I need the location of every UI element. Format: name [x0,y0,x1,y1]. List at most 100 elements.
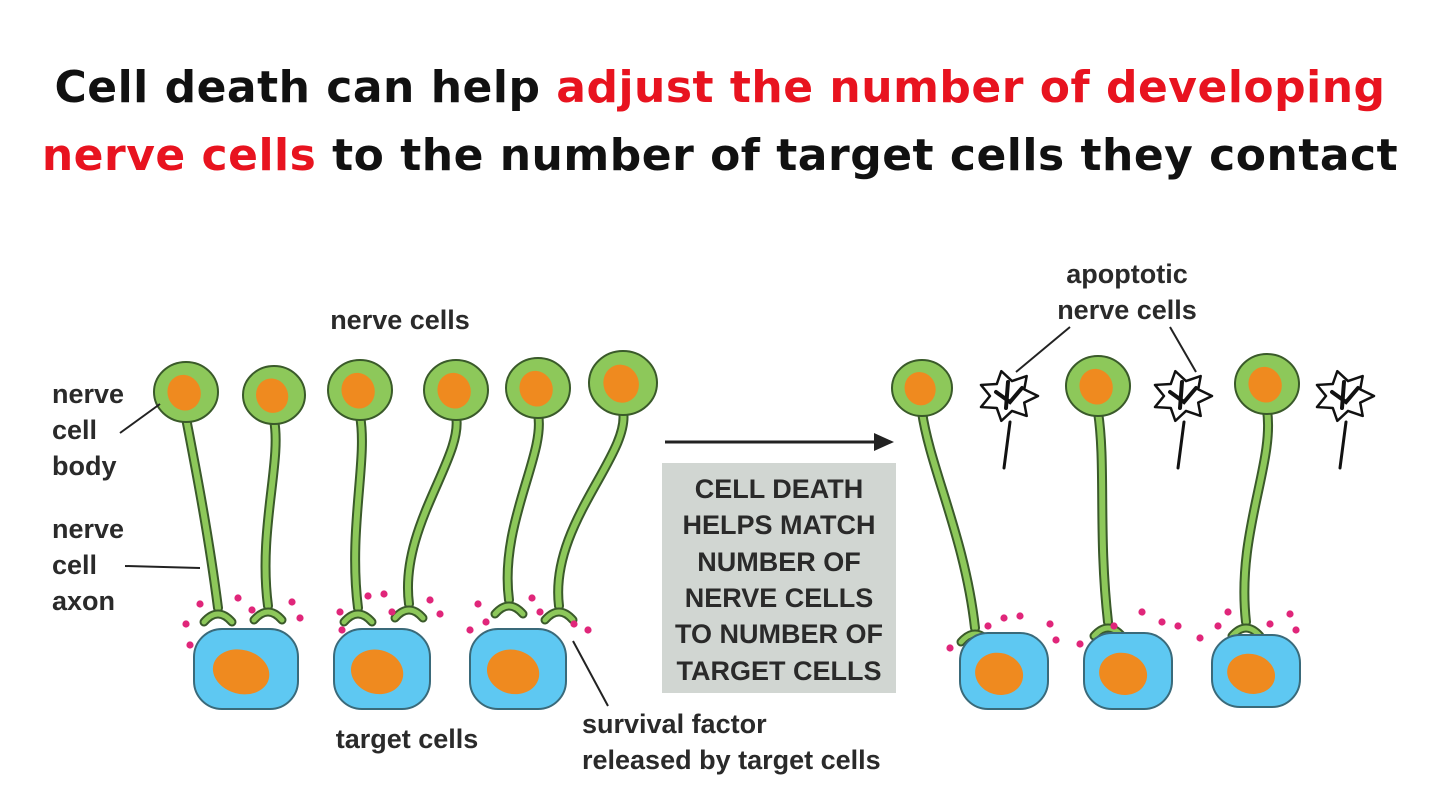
neurons-before [153,350,1300,647]
survival-factor-dot [364,592,372,600]
survival-factor-dot [946,644,954,652]
target-cell-6 [1211,634,1301,708]
box-line-3: NUMBER OF [697,547,861,577]
survival-factor-dot [528,594,536,602]
label-apoptotic-1: apoptotic [1066,259,1188,289]
neuron-6 [540,350,658,625]
label-apoptotic-2: nerve cells [1057,295,1197,325]
axon-remnant [1176,420,1186,470]
title-line2-red: nerve cells [41,130,317,181]
survival-factor-dot [1266,620,1274,628]
axon [404,413,460,607]
title-line1-red: adjust the number of developing [556,62,1386,113]
apoptotic-cell-2 [1153,369,1214,470]
label-body-2: cell [52,415,97,445]
box-line-1: CELL DEATH [695,474,864,504]
label-axon-1: nerve [52,514,124,544]
survival-factor-dot [338,626,346,634]
survival-factor-dot [182,620,190,628]
neuron-9 [1227,353,1300,641]
survival-factor-dot [1158,618,1166,626]
survival-factor-dot [336,608,344,616]
axon [183,415,221,611]
target-nucleus [1227,653,1276,694]
title-line-2: nerve cells to the number of target cell… [0,130,1440,181]
fragmented-membrane [1153,369,1214,423]
apoptotic-cell-1 [979,369,1040,470]
survival-factor-dot [288,598,296,606]
axon-terminal [392,607,426,621]
neuron-4 [390,359,489,623]
survival-factor-dot [196,600,204,608]
label-body-3: body [52,451,117,481]
survival-factor-dot [536,608,544,616]
box-line-2: HELPS MATCH [683,510,876,540]
target-nucleus [350,649,404,695]
fragmented-membrane [1315,369,1376,423]
survival-factor-dot [1214,622,1222,630]
label-body-1: nerve [52,379,124,409]
survival-factor-dot [1174,622,1182,630]
nucleus [1079,368,1113,405]
survival-factor-dot [1292,626,1300,634]
survival-factor-dot [1138,608,1146,616]
axon [262,417,279,609]
survival-factor-dot [1286,610,1294,618]
target-nucleus [1099,652,1148,695]
survival-factor-dot [1076,640,1084,648]
leader-apoptotic-1 [1015,326,1071,373]
survival-factor-dot [1224,608,1232,616]
survival-factor-dot [1052,636,1060,644]
survival-factor-dot [1046,620,1054,628]
survival-factor-dot [1196,634,1204,642]
survival-factor-dot [1016,612,1024,620]
axon-terminal [492,603,526,617]
target-nucleus [212,649,270,695]
target-cell-1 [193,628,299,710]
survival-factor-dot [584,626,592,634]
condensed-chromatin [1168,380,1198,410]
survival-factor-dot [466,626,474,634]
survival-factor-dot [388,608,396,616]
condensed-chromatin [994,380,1024,410]
survival-factor-dot [482,618,490,626]
axon [1241,407,1272,625]
neuron-2 [242,365,306,625]
survival-factor-dot [426,596,434,604]
axon-outline [553,406,629,611]
survival-factor-dot [380,590,388,598]
axon-outline [402,411,462,609]
survival-factor-dot [186,641,194,649]
neuron-8 [1065,355,1131,641]
neuron-5 [490,357,571,619]
nucleus [904,372,936,406]
label-target-cells: target cells [336,724,479,754]
process-arrow [665,433,894,451]
label-survival-2: released by target cells [582,745,881,775]
leader-axon [124,565,201,569]
axon-remnant [1002,420,1012,470]
nucleus [167,374,201,411]
nucleus [519,370,553,407]
axon [1095,409,1111,625]
apoptotic-cell-3 [1315,369,1376,470]
title-line-1: Cell death can help adjust the number of… [0,62,1440,113]
axon [919,409,978,631]
axon [504,411,542,603]
target-cell-5 [1083,632,1173,710]
survival-factor-dot [248,606,256,614]
cell-death-box: CELL DEATH HELPS MATCH NUMBER OF NERVE C… [662,463,896,693]
leader-survival-factor [572,640,609,707]
survival-factor-dot [436,610,444,618]
survival-factor-dot [1110,622,1118,630]
axon-terminal [341,611,375,625]
target-nucleus [975,652,1024,695]
box-line-5: TO NUMBER OF [675,619,883,649]
survival-factor-dot [234,594,242,602]
survival-factor-dot [570,620,578,628]
target-nucleus [486,649,540,695]
survival-factor-dot [296,614,304,622]
target-cells-group [193,628,1301,710]
